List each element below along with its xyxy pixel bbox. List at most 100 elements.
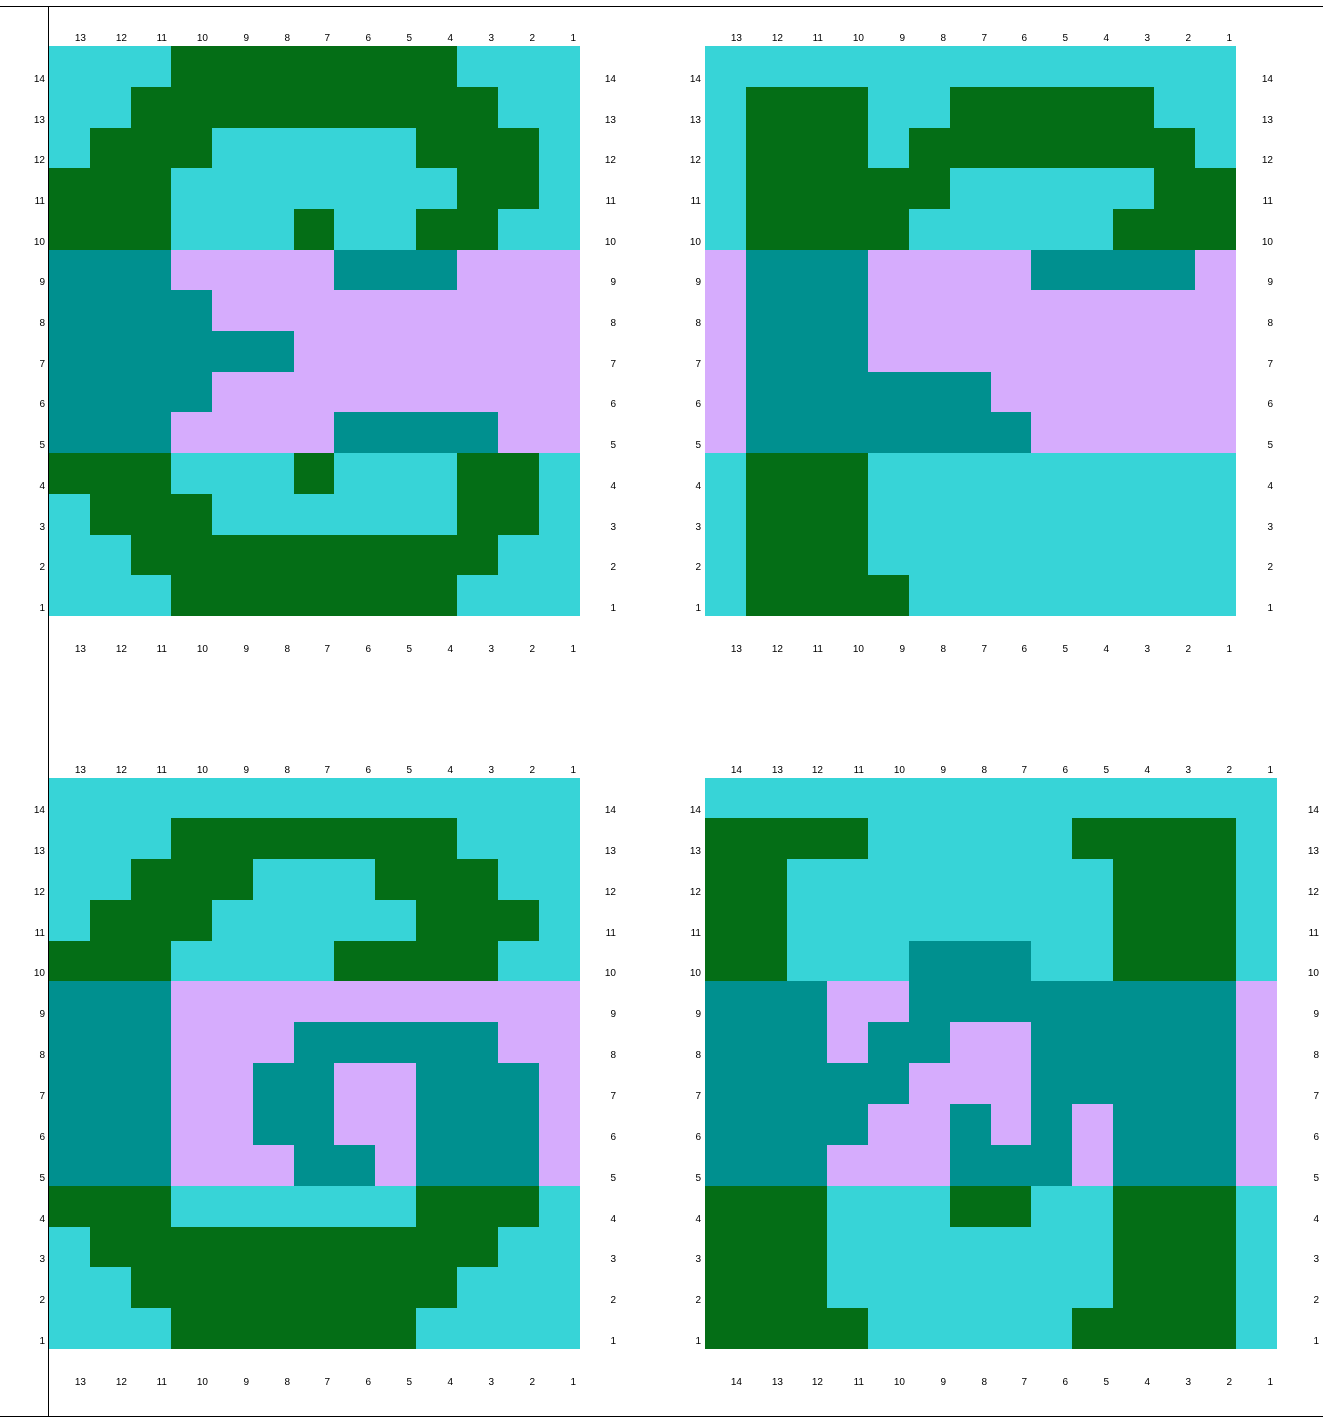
stitch-cell	[49, 818, 91, 860]
grid-cell	[580, 6, 621, 47]
row-number: 5	[0, 1174, 45, 1184]
stitch-cell	[457, 981, 499, 1023]
stitch-cell	[1031, 128, 1073, 169]
stitch-cell	[1113, 1227, 1155, 1268]
stitch-cell	[1113, 575, 1155, 617]
stitch-cell	[131, 87, 172, 129]
grid-cell	[620, 818, 665, 860]
stitch-cell	[294, 1104, 335, 1146]
grid-cell	[909, 657, 951, 699]
stitch-cell	[457, 778, 499, 819]
stitch-cell	[787, 331, 828, 373]
stitch-cell	[827, 412, 869, 454]
stitch-cell	[539, 250, 581, 291]
grid-cell	[457, 698, 499, 738]
stitch-cell	[950, 46, 992, 88]
stitch-cell	[991, 1186, 1032, 1228]
stitch-cell	[909, 575, 951, 617]
grid-cell	[1277, 331, 1323, 373]
stitch-cell	[212, 818, 254, 860]
stitch-cell	[416, 1308, 458, 1350]
stitch-cell	[1113, 372, 1155, 413]
stitch-cell	[375, 1267, 417, 1309]
stitch-cell	[991, 331, 1032, 373]
column-number: 9	[868, 645, 905, 655]
stitch-cell	[294, 1022, 335, 1064]
grid-cell	[620, 412, 665, 454]
stitch-cell	[49, 128, 91, 169]
stitch-cell	[539, 128, 581, 169]
stitch-cell	[1154, 575, 1196, 617]
stitch-cell	[539, 575, 581, 617]
row-number: 2	[664, 1296, 701, 1306]
stitch-cell	[90, 981, 132, 1023]
grid-cell	[868, 1390, 910, 1417]
grid-cell	[620, 616, 665, 658]
stitch-cell	[457, 1145, 499, 1187]
stitch-cell	[375, 331, 417, 373]
grid-cell	[539, 1390, 581, 1417]
column-number: 12	[90, 1378, 127, 1388]
column-number: 13	[705, 34, 742, 44]
stitch-cell	[375, 87, 417, 129]
row-number: 14	[0, 806, 45, 816]
stitch-cell	[909, 778, 951, 819]
stitch-cell	[909, 250, 951, 291]
stitch-cell	[171, 941, 213, 982]
stitch-cell	[212, 453, 254, 495]
column-number: 4	[1113, 766, 1150, 776]
row-number: 11	[0, 929, 45, 939]
column-number: 1	[1195, 34, 1232, 44]
column-number: 4	[1072, 645, 1109, 655]
stitch-cell	[539, 168, 581, 210]
grid-cell	[1277, 46, 1323, 88]
stitch-cell	[950, 87, 992, 129]
stitch-cell	[827, 1063, 869, 1105]
stitch-cell	[212, 1186, 254, 1228]
grid-cell	[620, 1349, 665, 1391]
stitch-cell	[705, 859, 747, 901]
stitch-cell	[49, 941, 91, 982]
grid-cell	[131, 1390, 172, 1417]
stitch-cell	[49, 290, 91, 332]
grid-cell	[416, 698, 458, 738]
grid-cell	[498, 1390, 540, 1417]
grid-cell	[950, 698, 992, 738]
stitch-cell	[457, 168, 499, 210]
row-number: 6	[0, 400, 45, 410]
grid-cell	[90, 698, 132, 738]
stitch-cell	[868, 900, 910, 942]
stitch-cell	[746, 128, 788, 169]
column-number: 1	[1236, 766, 1273, 776]
stitch-cell	[868, 168, 910, 210]
stitch-cell	[1195, 1145, 1237, 1187]
stitch-cell	[827, 250, 869, 291]
stitch-cell	[1031, 46, 1073, 88]
grid-cell	[620, 46, 665, 88]
grid-cell	[620, 535, 665, 576]
stitch-cell	[171, 87, 213, 129]
stitch-cell	[827, 1267, 869, 1309]
grid-cell	[991, 1390, 1032, 1417]
stitch-cell	[294, 331, 335, 373]
column-number: 1	[539, 1378, 576, 1388]
row-number: 2	[580, 563, 616, 573]
grid-cell	[664, 6, 706, 47]
grid-cell	[746, 698, 788, 738]
stitch-cell	[334, 290, 376, 332]
row-number: 7	[580, 360, 616, 370]
stitch-cell	[1154, 535, 1196, 576]
stitch-cell	[416, 128, 458, 169]
grid-cell	[0, 698, 49, 738]
stitch-cell	[498, 87, 540, 129]
grid-cell	[620, 372, 665, 413]
stitch-cell	[827, 209, 869, 251]
row-number: 4	[580, 1215, 616, 1225]
stitch-cell	[827, 494, 869, 536]
grid-cell	[746, 1390, 788, 1417]
grid-cell	[334, 657, 376, 699]
stitch-cell	[1072, 1267, 1114, 1309]
stitch-cell	[131, 46, 172, 88]
stitch-cell	[131, 412, 172, 454]
stitch-cell	[868, 1063, 910, 1105]
